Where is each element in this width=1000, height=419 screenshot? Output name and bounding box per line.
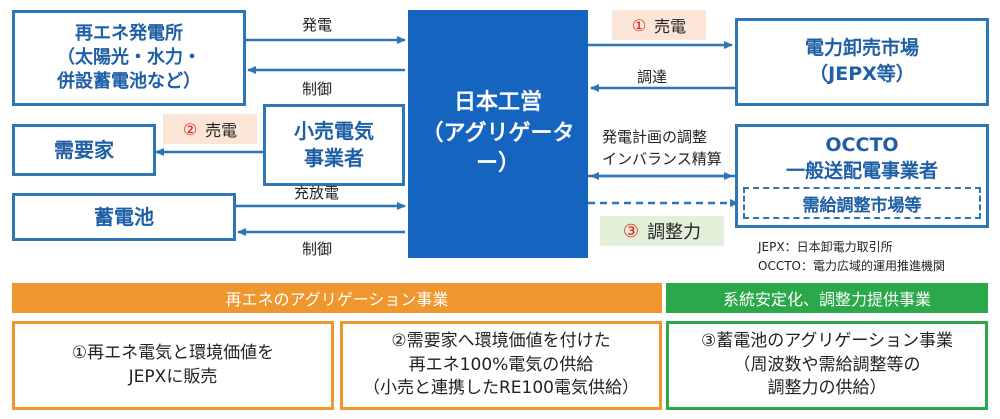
node-battery: 蓄電池 (12, 193, 236, 241)
card1-line2: JEPXに販売 (128, 366, 218, 387)
band-stability-business: 系統安定化、調整力提供事業 (666, 283, 988, 313)
node-aggregator: 日本工営 （アグリゲーター） (408, 10, 588, 258)
node-renewable-plant: 再エネ発電所 （太陽光・水力・ 併設蓄電池など） (12, 10, 246, 106)
card-jepx-sales: ①再エネ電気と環境価値を JEPXに販売 (12, 321, 334, 410)
sale1-number: ① (631, 15, 647, 35)
node-occto: OCCTO 一般送配電事業者 (735, 124, 989, 228)
label-plan-line1: 発電計画の調整 (602, 128, 708, 146)
card2-line1: ②需要家へ環境価値を付けた (391, 330, 611, 351)
note-jepx: JEPX：日本卸電力取引所 (758, 240, 893, 254)
label-adjust: ③ 調整力 (600, 216, 724, 246)
card1-line1: ①再エネ電気と環境価値を (71, 342, 275, 363)
node-jepx: 電力卸売市場 （JEPX等） (735, 18, 989, 106)
card-battery-aggregation: ③蓄電池のアグリゲーション事業 （周波数や需給調整等の 調整力の供給） (666, 321, 988, 410)
note-occto: OCCTO：電力広域的運用推進機関 (758, 259, 945, 273)
label-control-top: 制御 (302, 80, 333, 98)
adjust-number: ③ (622, 220, 640, 242)
sale2-text: 売電 (205, 121, 238, 140)
adjust-text: 調整力 (647, 222, 702, 243)
label-charge-discharge: 充放電 (294, 184, 340, 202)
card2-line2: 再エネ100%電気の供給 (408, 354, 594, 375)
card3-line1: ③蓄電池のアグリゲーション事業 (700, 330, 954, 351)
label-sale1: ① 売電 (612, 10, 706, 40)
label-sale2: ② 売電 (163, 114, 257, 144)
card3-line3: 調整力の供給） (767, 378, 887, 399)
label-plan-line2: インバランス精算 (602, 150, 722, 168)
label-generation: 発電 (302, 16, 333, 34)
sale2-number: ② (182, 119, 198, 139)
label-control-bottom: 制御 (302, 240, 333, 258)
band-renewable-business: 再エネのアグリゲーション事業 (12, 283, 662, 313)
sale1-text: 売電 (654, 17, 687, 36)
label-procurement: 調達 (637, 68, 668, 86)
node-consumer: 需要家 (12, 124, 156, 176)
node-balancing-market: 需給調整市場等 (743, 187, 981, 219)
node-retailer: 小売電気 事業者 (263, 104, 405, 186)
card-re100-supply: ②需要家へ環境価値を付けた 再エネ100%電気の供給 （小売と連携したRE100… (340, 321, 662, 410)
card2-line3: （小売と連携したRE100電気供給） (362, 378, 639, 399)
card3-line2: （周波数や需給調整等の (733, 354, 921, 375)
